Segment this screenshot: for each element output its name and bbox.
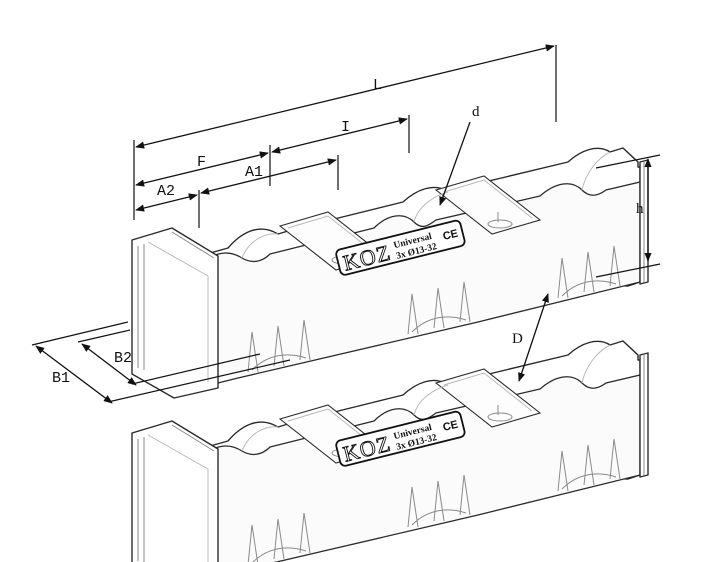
label-h: h xyxy=(636,201,644,217)
label-A2: A2 xyxy=(157,183,175,200)
label-d: d xyxy=(472,104,480,120)
dimension-h: h xyxy=(595,154,661,278)
label-B1: B1 xyxy=(52,370,70,387)
label-I: I xyxy=(341,119,350,136)
dimension-D: D xyxy=(512,293,549,382)
dimension-I: I xyxy=(271,117,408,154)
product-label-lower: KOZ Universal 3x Ø13-32 CE xyxy=(335,410,466,467)
label-A1: A1 xyxy=(245,164,263,181)
dimension-A2: A2 xyxy=(135,183,198,212)
ce-mark: CE xyxy=(442,228,460,243)
label-B2: B2 xyxy=(114,350,132,367)
label-D: D xyxy=(512,331,523,347)
label-L: L xyxy=(373,77,382,94)
dimension-d: d xyxy=(439,104,480,206)
dimension-L: L xyxy=(135,44,555,149)
dimension-B1: B1 xyxy=(31,321,291,404)
ce-mark: CE xyxy=(442,419,460,434)
label-F: F xyxy=(197,154,206,171)
dimension-A1: A1 xyxy=(200,158,337,195)
